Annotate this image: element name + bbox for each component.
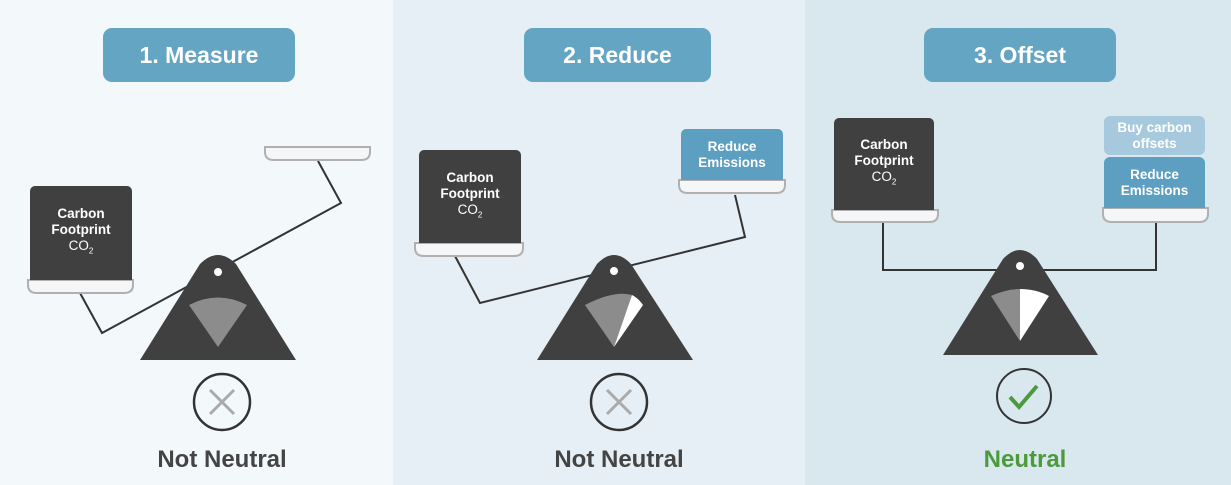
gauge-reduce-grey: [585, 293, 632, 347]
x-circle-icon: [192, 372, 252, 432]
status-label-reduce: Not Neutral: [554, 446, 684, 473]
buy-offsets-box: Buy carbon offsets: [1104, 116, 1205, 155]
step-header-offset: 3. Offset: [924, 28, 1116, 82]
carbon-footprint-box: Carbon Footprint CO2: [30, 186, 132, 280]
pan-measure-left: [27, 279, 134, 294]
co2-label: CO2: [871, 169, 897, 187]
pan-reduce-left: [414, 242, 524, 257]
gauge-offset-grey: [991, 289, 1020, 341]
gauge-measure: [189, 297, 247, 347]
co2-label: CO2: [457, 201, 483, 220]
pan-measure-right: [264, 146, 371, 161]
check-circle-icon: [996, 368, 1052, 424]
reduce-emissions-box: Reduce Emissions: [1104, 157, 1205, 208]
step-header-reduce: 2. Reduce: [524, 28, 711, 82]
carbon-footprint-box: Carbon Footprint CO2: [834, 118, 934, 210]
pan-offset-right: [1102, 207, 1209, 223]
status-label-offset: Neutral: [983, 446, 1067, 473]
status-label-measure: Not Neutral: [157, 446, 287, 473]
step-header-measure: 1. Measure: [103, 28, 295, 82]
reduce-emissions-box: Reduce Emissions: [681, 129, 783, 180]
x-circle-icon: [589, 372, 649, 432]
gauge-offset-white: [1020, 289, 1049, 341]
co2-label: CO2: [68, 238, 94, 256]
gauge-reduce-white: [614, 295, 643, 347]
pan-offset-left: [831, 209, 939, 223]
carbon-footprint-box: Carbon Footprint CO2: [419, 150, 521, 243]
pan-reduce-right: [678, 179, 786, 194]
